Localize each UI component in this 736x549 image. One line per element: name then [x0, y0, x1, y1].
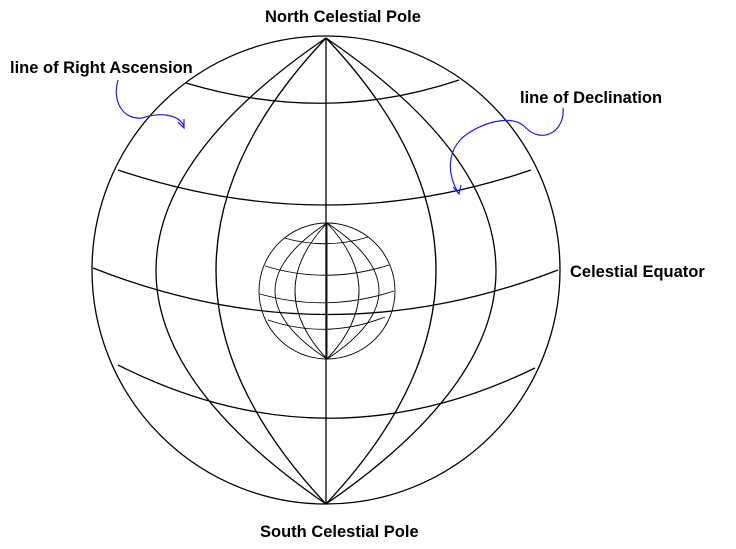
dec-pointer-arrowhead — [452, 184, 462, 196]
declination-lines — [92, 79, 559, 419]
south-celestial-pole-label: South Celestial Pole — [260, 523, 419, 541]
earth-meridian-left-outer — [274, 222, 328, 360]
earth-meridian-right-inner — [326, 222, 360, 360]
earth-meridian-right-outer — [326, 222, 380, 360]
dec-line-2 — [117, 169, 532, 206]
earth-parallel-4 — [267, 316, 386, 330]
earth-parallel-3 — [259, 290, 395, 304]
right-ascension-label: line of Right Ascension — [10, 59, 193, 77]
ra-pointer-curve — [115, 79, 185, 127]
ra-pointer-arrowhead — [177, 119, 185, 130]
celestial-equator-line — [92, 267, 559, 316]
ra-line-left-inner — [215, 37, 327, 505]
dec-line-1 — [185, 79, 460, 104]
earth-parallel-2 — [264, 264, 390, 276]
declination-label: line of Declination — [520, 89, 663, 107]
pointer-arrows — [115, 79, 564, 196]
celestial-equator-label: Celestial Equator — [570, 263, 705, 281]
ra-line-right-inner — [325, 37, 437, 505]
earth-parallel-1 — [283, 236, 369, 245]
dec-line-4 — [117, 364, 536, 419]
right-ascension-lines — [155, 37, 497, 505]
north-celestial-pole-label: North Celestial Pole — [265, 8, 421, 26]
earth-meridian-left-inner — [294, 222, 328, 360]
dec-pointer-curve — [449, 107, 564, 195]
ra-line-right-outer — [325, 37, 497, 505]
ra-line-left-outer — [155, 37, 327, 505]
earth-globe — [258, 222, 396, 360]
